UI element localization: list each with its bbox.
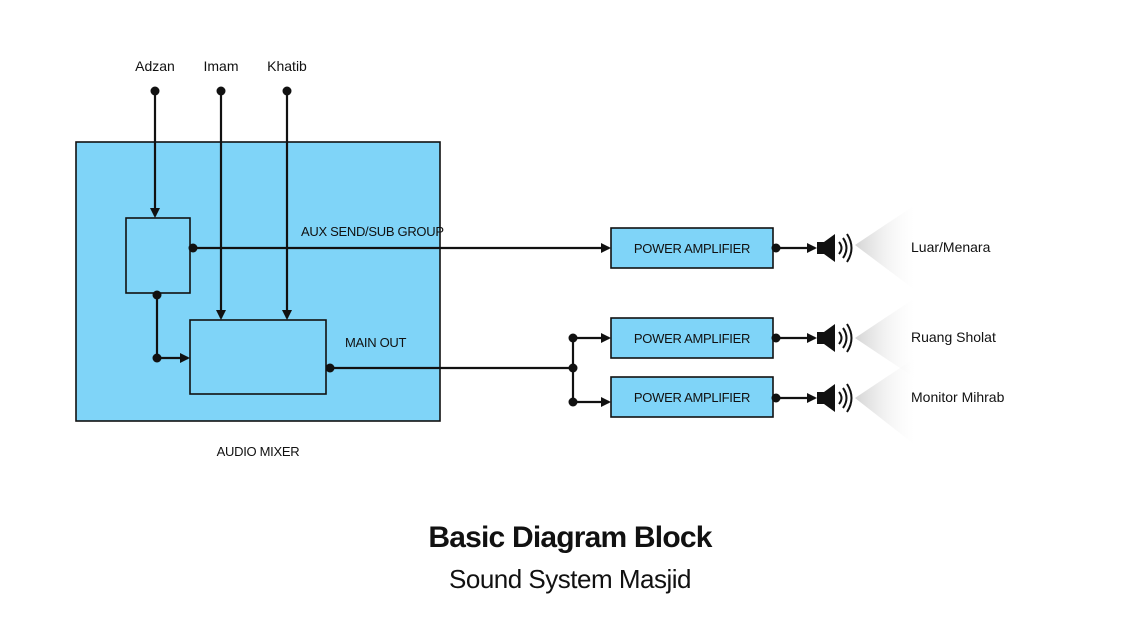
power-amplifier-3 bbox=[610, 376, 774, 418]
output-label-luar-menara: Luar/Menara bbox=[911, 239, 991, 255]
main-out-label: MAIN OUT bbox=[345, 335, 407, 350]
power-amplifier-3-label: POWER AMPLIFIER bbox=[634, 390, 750, 405]
sub-group-block bbox=[125, 217, 191, 294]
power-amplifier-2-label: POWER AMPLIFIER bbox=[634, 331, 750, 346]
main-out-block bbox=[189, 319, 327, 395]
audio-mixer-label: AUDIO MIXER bbox=[217, 444, 300, 459]
speaker-beam-mihrab bbox=[855, 358, 915, 445]
splitter-dot-middle bbox=[568, 363, 578, 373]
speaker-icon bbox=[817, 323, 853, 353]
input-label-khatib: Khatib bbox=[267, 58, 307, 74]
speaker-icon bbox=[817, 233, 853, 263]
power-amplifier-1 bbox=[610, 227, 774, 269]
output-label-ruang-sholat: Ruang Sholat bbox=[911, 329, 996, 345]
aux-send-label: AUX SEND/SUB GROUP bbox=[301, 224, 444, 239]
power-amplifier-2 bbox=[610, 317, 774, 359]
speaker-beam-sholat bbox=[855, 298, 915, 378]
input-label-imam: Imam bbox=[204, 58, 239, 74]
speaker-beam-luar bbox=[855, 205, 915, 290]
speaker-icon bbox=[817, 383, 853, 413]
diagram-subtitle: Sound System Masjid bbox=[449, 564, 691, 594]
diagram-title: Basic Diagram Block bbox=[428, 521, 712, 554]
input-label-adzan: Adzan bbox=[135, 58, 175, 74]
power-amplifier-1-label: POWER AMPLIFIER bbox=[634, 241, 750, 256]
output-label-monitor-mihrab: Monitor Mihrab bbox=[911, 389, 1005, 405]
